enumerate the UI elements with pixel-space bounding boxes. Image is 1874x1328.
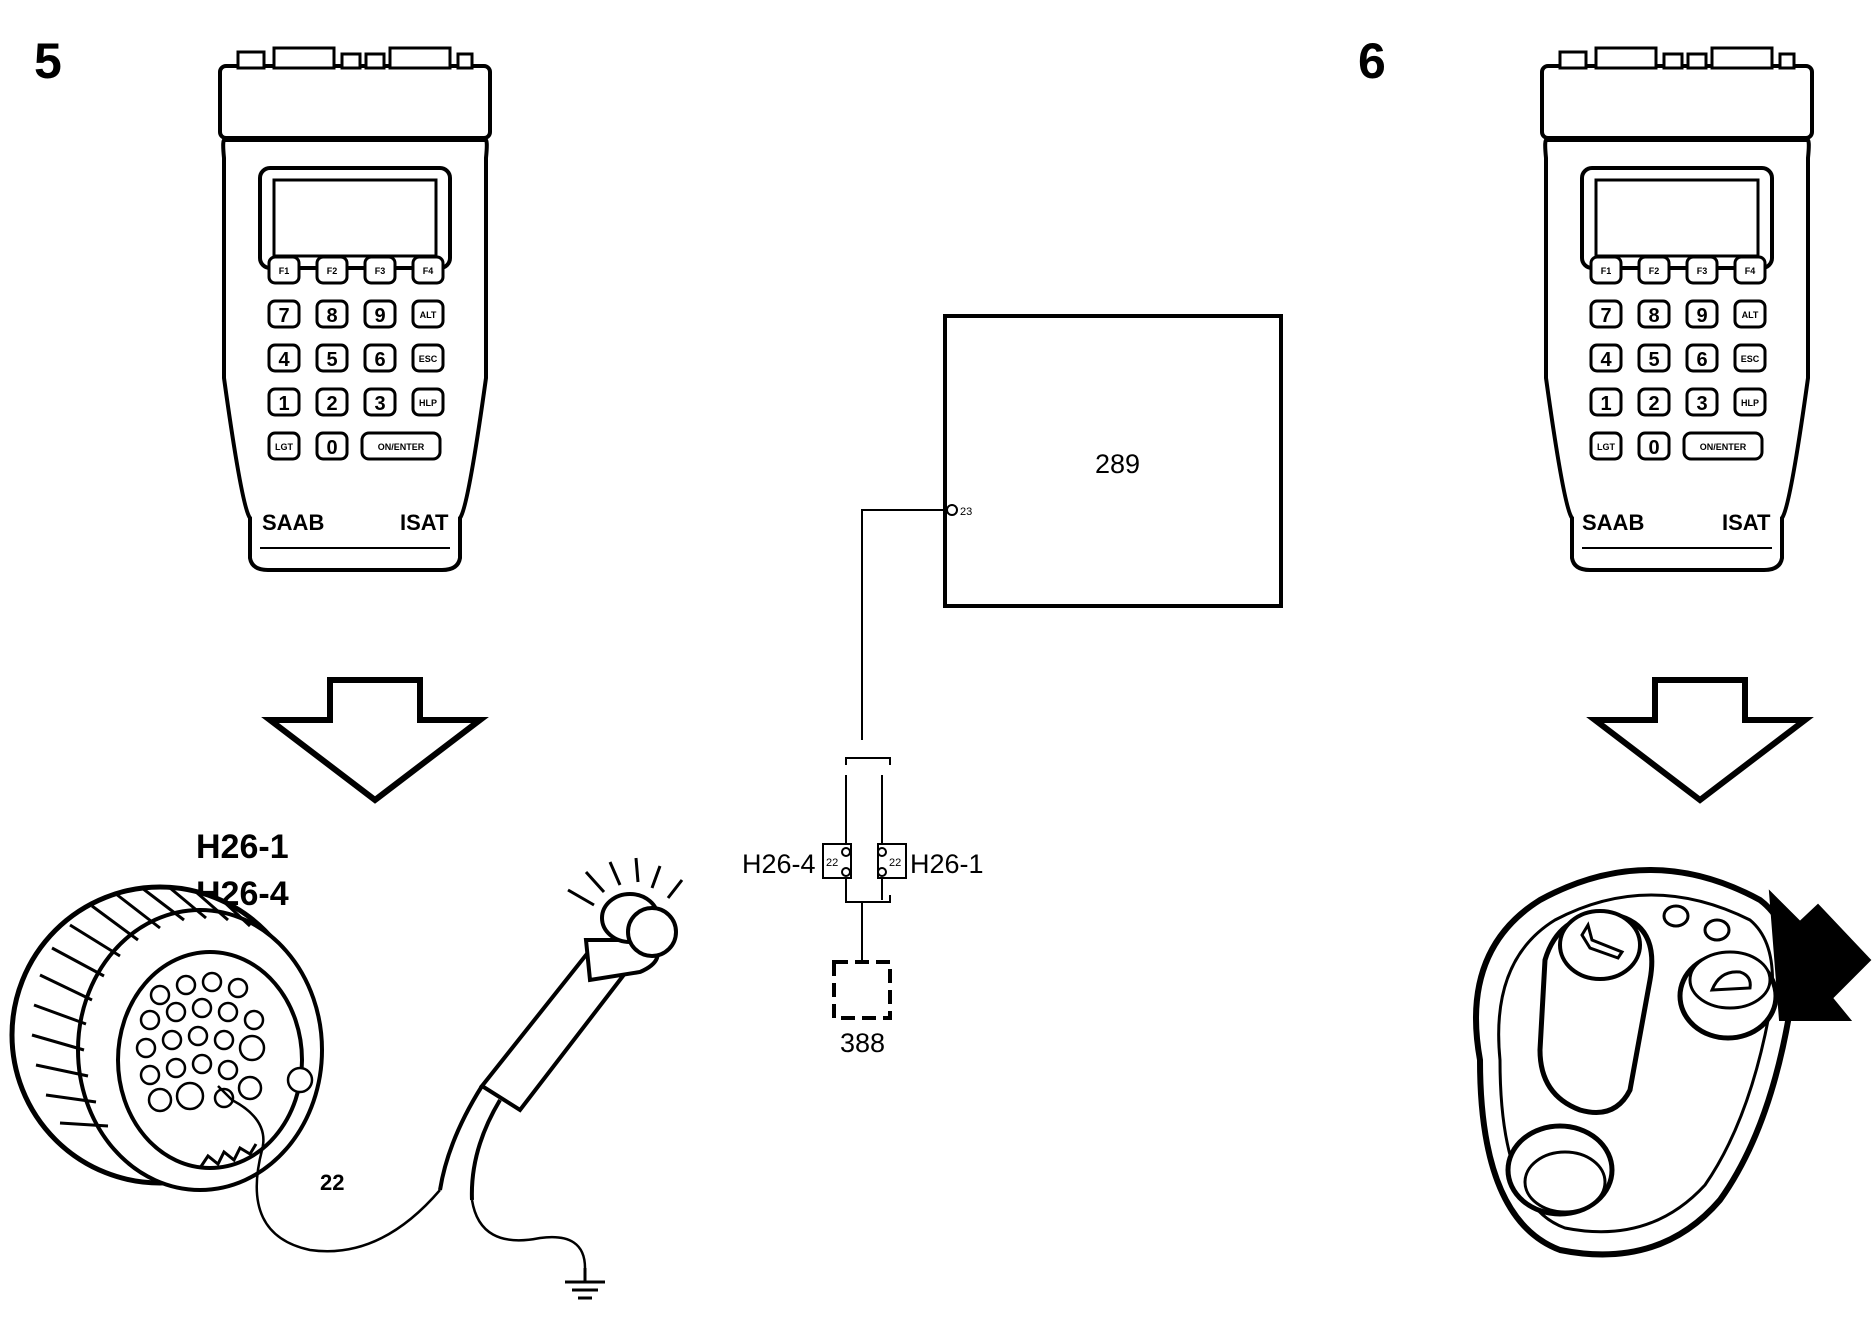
key-6: 6	[1696, 349, 1707, 371]
key-0: 0	[1648, 437, 1659, 459]
key-alt: ALT	[1742, 310, 1759, 320]
down-arrow-left	[270, 680, 480, 800]
step-number-left: 5	[34, 33, 62, 89]
key-on-enter: ON/ENTER	[378, 442, 425, 452]
key-fob-remote	[1473, 867, 1872, 1258]
key-8: 8	[326, 305, 337, 327]
key-icon	[1580, 921, 1625, 960]
model-label-right: ISAT	[1722, 510, 1771, 535]
step-number-right: 6	[1358, 33, 1386, 89]
brand-label-left: SAAB	[262, 510, 324, 535]
connector-label-h26-1: H26-1	[196, 828, 289, 866]
key-7: 7	[278, 305, 289, 327]
key-on-enter: ON/ENTER	[1700, 442, 1747, 452]
connector-pin-22-right: 22	[889, 857, 901, 869]
key-lgt: LGT	[275, 442, 293, 452]
down-arrow-right	[1595, 680, 1805, 800]
key-f4: F4	[423, 266, 434, 276]
key-3: 3	[1696, 393, 1707, 415]
connector-h26-1-symbol: 22	[877, 843, 907, 879]
key-hlp: HLP	[419, 398, 437, 408]
component-388-box	[832, 960, 892, 1020]
key-4: 4	[278, 349, 290, 371]
schematic-label-h26-4: H26-4	[742, 849, 816, 879]
key-f2: F2	[327, 266, 338, 276]
key-8: 8	[1648, 305, 1659, 327]
key-9: 9	[1696, 305, 1707, 327]
connector-pin-22-left: 22	[826, 857, 838, 869]
key-1: 1	[278, 393, 289, 415]
key-2: 2	[326, 393, 337, 415]
wiring-schematic: 289 23 22 22 H26-4 H26-1 388	[742, 314, 1283, 1058]
round-connector	[9, 884, 324, 1192]
car-trunk-icon	[1709, 970, 1752, 992]
key-5: 5	[326, 349, 337, 371]
pin-label-22: 22	[320, 1170, 344, 1195]
key-7: 7	[1600, 305, 1611, 327]
key-alt: ALT	[420, 310, 437, 320]
schematic-label-h26-1: H26-1	[910, 849, 984, 879]
press-arrow-icon	[1768, 889, 1872, 1021]
test-lamp-probe	[217, 857, 684, 1300]
key-esc: ESC	[1741, 354, 1760, 364]
keypad-right: F1 F2 F3 F4 7 8 9 ALT 4 5 6 ESC 1 2 3 HL…	[1589, 255, 1767, 461]
key-9: 9	[374, 305, 385, 327]
key-f2: F2	[1649, 266, 1660, 276]
key-f1: F1	[1601, 266, 1612, 276]
key-5: 5	[1648, 349, 1659, 371]
key-hlp: HLP	[1741, 398, 1759, 408]
connector-h26-4-symbol: 22	[822, 843, 852, 879]
brand-label-right: SAAB	[1582, 510, 1644, 535]
key-esc: ESC	[419, 354, 438, 364]
ground-icon	[565, 1268, 605, 1300]
key-lgt: LGT	[1597, 442, 1615, 452]
key-3: 3	[374, 393, 385, 415]
key-f3: F3	[1697, 266, 1708, 276]
key-0: 0	[326, 437, 337, 459]
key-2: 2	[1648, 393, 1659, 415]
keypad-left: F1 F2 F3 F4 7 8 9 ALT 4 5 6 ESC 1 2 3 HL…	[267, 255, 445, 461]
key-1: 1	[1600, 393, 1611, 415]
key-6: 6	[374, 349, 385, 371]
component-388-label: 388	[840, 1028, 885, 1058]
scan-tool-right: F1 F2 F3 F4 7 8 9 ALT 4 5 6 ESC 1 2 3 HL…	[1540, 46, 1814, 572]
key-f1: F1	[279, 266, 290, 276]
key-f3: F3	[375, 266, 386, 276]
model-label-left: ISAT	[400, 510, 449, 535]
module-289-box	[943, 314, 1283, 608]
key-f4: F4	[1745, 266, 1756, 276]
key-4: 4	[1600, 349, 1612, 371]
module-pin-23: 23	[960, 506, 972, 518]
scan-tool-left: F1 F2 F3 F4 7 8 9 ALT 4 5 6 ESC 1 2 3 HL…	[218, 46, 492, 572]
module-289-label: 289	[1095, 449, 1140, 479]
